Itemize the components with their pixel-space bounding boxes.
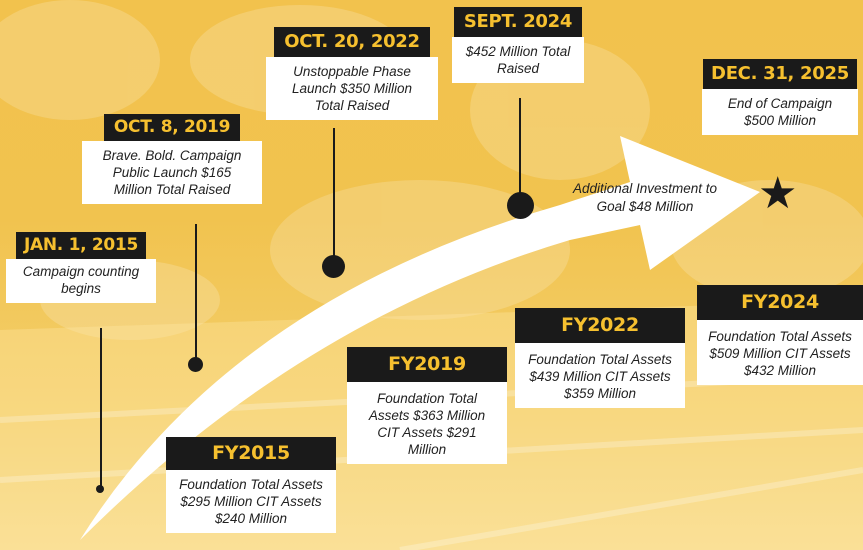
- milestone-text: $452 Million Total Raised: [452, 37, 584, 83]
- milestone-date: JAN. 1, 2015: [15, 232, 146, 259]
- milestone-text: Unstoppable Phase Launch $350 Million To…: [266, 57, 438, 120]
- milestone-dec-2025: DEC. 31, 2025 End of Campaign $500 Milli…: [702, 59, 858, 135]
- fy-text: Foundation Total Assets $509 Million CIT…: [697, 320, 863, 385]
- milestone-date: OCT. 8, 2019: [103, 114, 241, 141]
- milestone-date: SEPT. 2024: [453, 7, 583, 37]
- milestone-jan-2015: JAN. 1, 2015 Campaign counting begins: [6, 232, 156, 303]
- timeline-dot: [188, 357, 203, 372]
- milestone-oct-2019: OCT. 8, 2019 Brave. Bold. Campaign Publi…: [82, 114, 262, 204]
- milestone-text: Brave. Bold. Campaign Public Launch $165…: [82, 141, 262, 204]
- milestone-text: Campaign counting begins: [6, 259, 156, 303]
- milestone-sept-2024: SEPT. 2024 $452 Million Total Raised: [452, 7, 584, 83]
- milestone-text: End of Campaign $500 Million: [702, 89, 858, 135]
- fy-text: Foundation Total Assets $363 Million CIT…: [347, 382, 507, 464]
- timeline-dot: [96, 485, 104, 493]
- fy-label: FY2022: [515, 308, 685, 343]
- fy2019-box: FY2019 Foundation Total Assets $363 Mill…: [347, 347, 507, 464]
- fy-label: FY2024: [697, 285, 863, 320]
- connector-line: [195, 224, 197, 364]
- milestone-oct-2022: OCT. 20, 2022 Unstoppable Phase Launch $…: [266, 27, 438, 120]
- milestone-date: OCT. 20, 2022: [274, 27, 430, 57]
- fy-text: Foundation Total Assets $295 Million CIT…: [166, 470, 336, 533]
- connector-line: [333, 128, 335, 266]
- star-icon: ★: [758, 169, 798, 218]
- timeline-arrow: [80, 136, 760, 540]
- fy-text: Foundation Total Assets $439 Million CIT…: [515, 343, 685, 408]
- connector-line: [100, 328, 102, 488]
- milestone-date: DEC. 31, 2025: [703, 59, 857, 89]
- fy2024-box: FY2024 Foundation Total Assets $509 Mill…: [697, 285, 863, 385]
- arrow-label: Additional Investment to Goal $48 Millio…: [572, 181, 718, 214]
- fy2015-box: FY2015 Foundation Total Assets $295 Mill…: [166, 437, 336, 533]
- fy-label: FY2015: [166, 437, 336, 470]
- fy2022-box: FY2022 Foundation Total Assets $439 Mill…: [515, 308, 685, 408]
- connector-line: [519, 98, 521, 205]
- timeline-dot: [507, 192, 534, 219]
- timeline-dot: [322, 255, 345, 278]
- fy-label: FY2019: [347, 347, 507, 382]
